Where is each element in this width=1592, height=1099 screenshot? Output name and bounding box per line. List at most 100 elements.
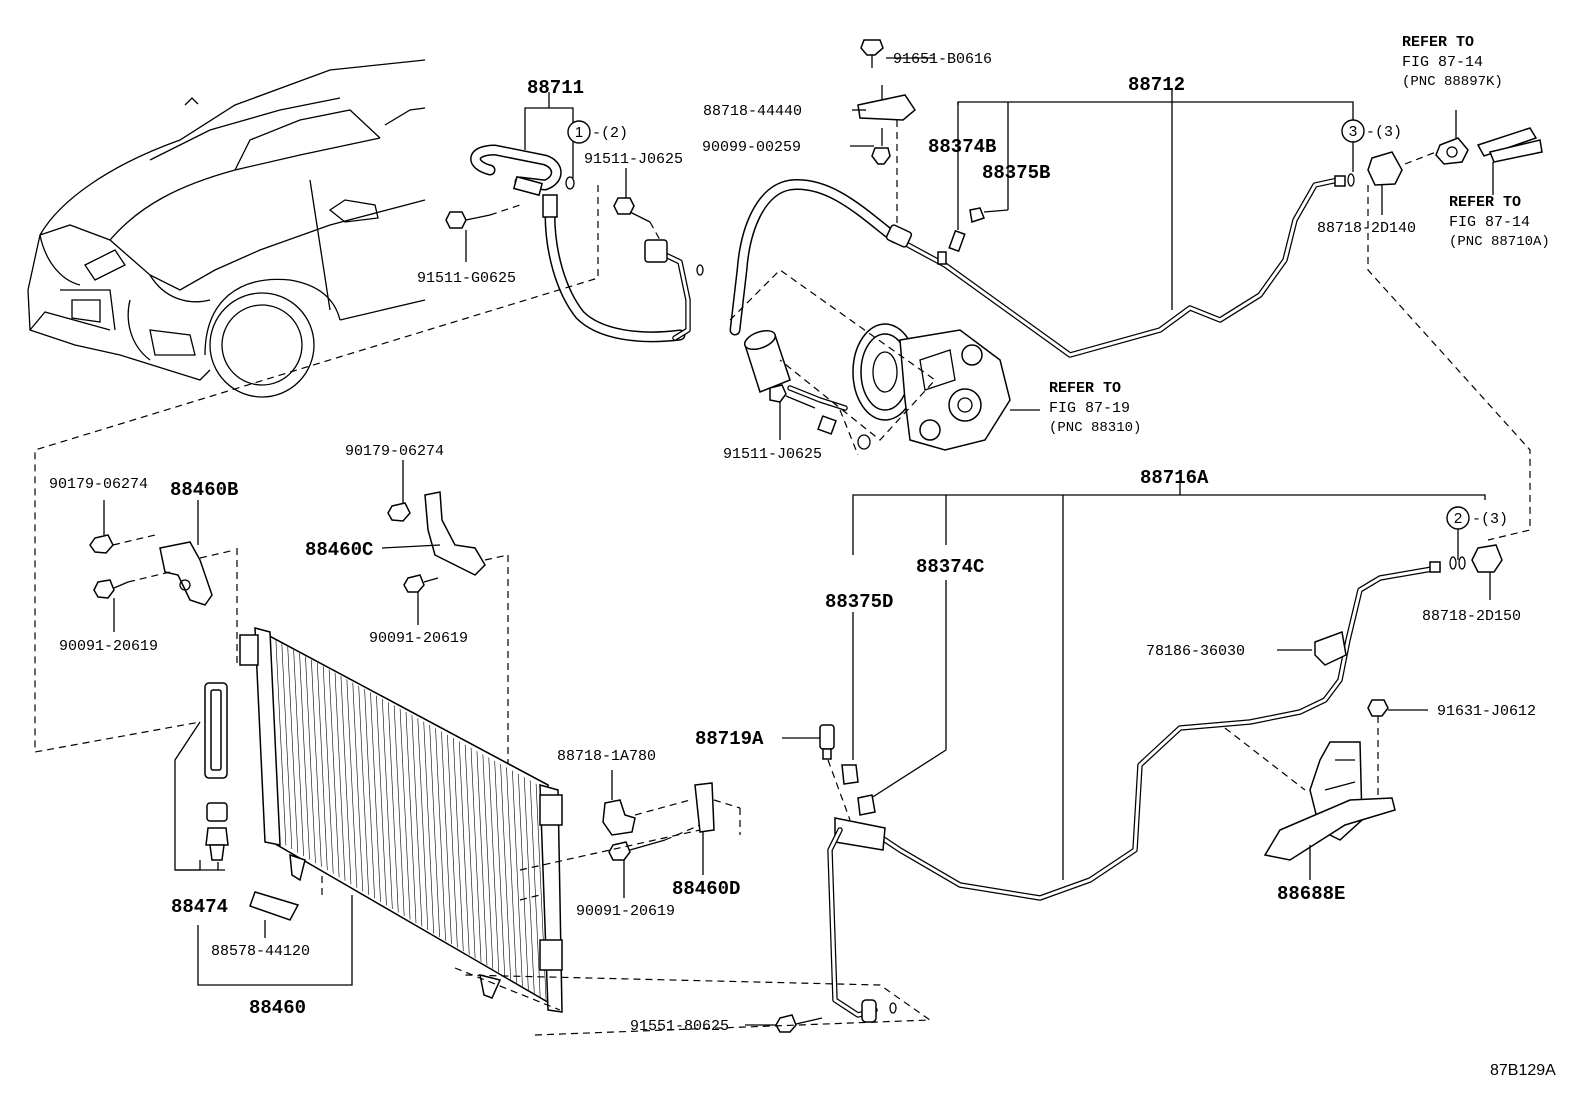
condenser-88460 [239, 627, 563, 1013]
pipe-88712-group: 88712 88374B 88375B 3 -(3) [729, 74, 1402, 358]
condenser-fin [482, 754, 494, 969]
label-90091-20619-left: 90091-20619 [59, 638, 158, 655]
label-88711: 88711 [527, 77, 584, 99]
condenser-fin [311, 659, 322, 867]
label-88718-2D140: 88718-2D140 [1317, 220, 1416, 237]
condenser-fin [322, 666, 334, 874]
callout-3-number: 3 [1349, 123, 1357, 140]
label-90179-06274-mid: 90179-06274 [345, 443, 444, 460]
label-88460D: 88460D [672, 878, 740, 900]
condenser-fin [334, 672, 346, 881]
callout-1-number: 1 [575, 124, 583, 141]
label-88374C: 88374C [916, 556, 984, 578]
bolt-91511-J0625-bottom: 91511-J0625 [723, 384, 859, 463]
bolt-91511-J0625-top: 91511-J0625 [584, 151, 683, 241]
label-91511-J0625-bottom: 91511-J0625 [723, 446, 822, 463]
condenser-fin [387, 702, 399, 913]
condenser-fin [464, 744, 476, 959]
condenser-fin [453, 738, 464, 952]
condenser-fin [281, 643, 293, 850]
label-88716A: 88716A [1140, 467, 1209, 489]
label-88460C: 88460C [305, 539, 373, 561]
label-90099-00259: 90099-00259 [702, 139, 801, 156]
ref-88310-line2: FIG 87-19 [1049, 400, 1130, 417]
bracket-88460D-group: 88718-1A780 88460D 90091-20619 [519, 748, 741, 920]
ref-8897K-line2: FIG 87-14 [1402, 54, 1483, 71]
callout-2-qty: -(3) [1472, 511, 1508, 528]
callout-1-qty: -(2) [592, 125, 628, 142]
condenser-fin [376, 695, 387, 906]
label-88578-44120: 88578-44120 [211, 943, 310, 960]
label-88719A: 88719A [695, 728, 764, 750]
vehicle-illustration [27, 59, 426, 398]
ref-8710A-line1: REFER TO [1449, 194, 1521, 211]
pipe-88716A-group: 88716A 88374C 88375D 2 -(3) 88718-2D150 … [825, 467, 1521, 1023]
condenser-fin [370, 692, 381, 902]
condenser-fin [346, 679, 358, 888]
condenser-fin [287, 646, 299, 853]
condenser-fin [506, 767, 517, 983]
label-91631-J0612: 91631-J0612 [1437, 703, 1536, 720]
label-91651-B0616: 91651-B0616 [893, 51, 992, 68]
condenser-fin [500, 764, 511, 980]
condenser-fin [488, 757, 500, 973]
label-91511-J0625-top: 91511-J0625 [584, 151, 683, 168]
label-88688E: 88688E [1277, 883, 1345, 905]
condenser-fin [417, 718, 429, 931]
label-88375B: 88375B [982, 162, 1050, 184]
bolt-91511-G0625: 91511-G0625 [417, 204, 521, 287]
label-90091-20619-low: 90091-20619 [576, 903, 675, 920]
condenser-fin [328, 669, 340, 878]
condenser-fin [512, 770, 523, 987]
label-88374B: 88374B [928, 136, 996, 158]
hose-88711-group: 88711 1 -(2) [470, 77, 704, 343]
ref-8897K-line3: (PNC 88897K) [1402, 74, 1503, 90]
ref-8710A-line2: FIG 87-14 [1449, 214, 1530, 231]
receiver-parts-88474: 88474 88578-44120 88460 [171, 682, 353, 1019]
label-91511-G0625: 91511-G0625 [417, 270, 516, 287]
condenser-fin [529, 780, 541, 997]
figure-id: 87B129A [1490, 1062, 1556, 1079]
condenser-fin [364, 689, 375, 899]
condenser-fin [352, 682, 364, 892]
condenser-fin [299, 653, 310, 860]
label-78186-36030: 78186-36030 [1146, 643, 1245, 660]
label-88718-1A780: 88718-1A780 [557, 748, 656, 765]
bolt-91551-80625: 91551-80625 [464, 974, 932, 1036]
condenser-fin [523, 777, 535, 994]
condenser-fin [275, 640, 287, 846]
label-88460: 88460 [249, 997, 306, 1019]
label-91551-80625: 91551-80625 [630, 1018, 729, 1035]
condenser-fin [405, 711, 417, 924]
ref-8897K-line1: REFER TO [1402, 34, 1474, 51]
label-88718-2D150: 88718-2D150 [1422, 608, 1521, 625]
condenser-fin [518, 773, 529, 990]
label-88460B: 88460B [170, 479, 238, 501]
condenser-fin [382, 698, 393, 909]
label-88375D: 88375D [825, 591, 893, 613]
condenser-fin [458, 741, 470, 955]
ref-88310-line3: (PNC 88310) [1049, 420, 1141, 436]
label-88712: 88712 [1128, 74, 1185, 96]
label-88718-44440: 88718-44440 [703, 103, 802, 120]
condenser-fin [441, 731, 452, 945]
condenser-fin [423, 721, 435, 934]
condenser-fin [399, 708, 411, 920]
condenser-fin [447, 734, 458, 948]
bracket-88460B-group: 90179-06274 88460B 90091-20619 [49, 476, 238, 655]
condenser-fin [470, 747, 482, 962]
condenser-fin [393, 705, 405, 916]
condenser-fin [293, 650, 304, 857]
condenser-fin [317, 663, 328, 871]
compressor-assembly: REFER TO FIG 87-19 (PNC 88310) [729, 269, 1141, 451]
condenser-fin [494, 760, 505, 976]
condenser-fin [435, 728, 446, 941]
condenser-fin [305, 656, 316, 864]
condenser-fin [340, 676, 352, 885]
label-88474: 88474 [171, 896, 228, 918]
callout-2-number: 2 [1454, 510, 1462, 527]
condenser-fin [358, 685, 369, 895]
condenser-fin [476, 751, 488, 966]
cap-88718-2D140-group: 88718-2D140 REFER TO FIG 87-14 (PNC 8889… [1317, 34, 1550, 541]
ref-88310-line1: REFER TO [1049, 380, 1121, 397]
